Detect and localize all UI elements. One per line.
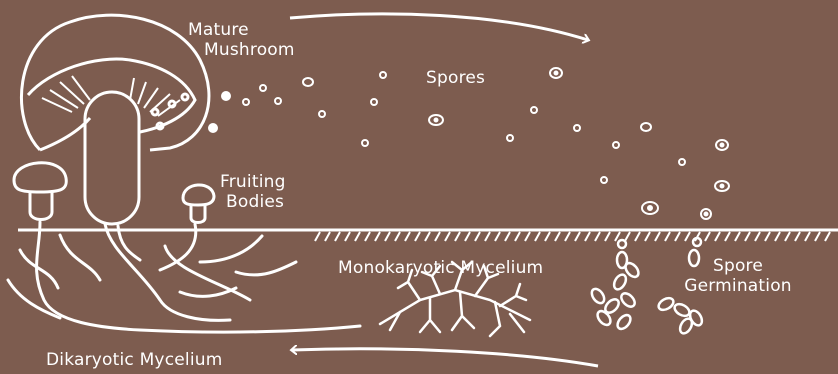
small-mushroom-left-icon: [14, 163, 66, 220]
spores-icons: [209, 68, 729, 219]
mature-mushroom-label-line2: Mushroom: [186, 40, 326, 60]
spore-germination-label: Spore Germination: [668, 256, 808, 296]
fruiting-body-icon: [183, 185, 214, 223]
spore-germination-label-line1: Spore: [668, 256, 808, 276]
bottom-cycle-arrow: [292, 349, 598, 366]
dikaryotic-mycelium-label: Dikaryotic Mycelium: [46, 350, 222, 370]
soil-hatching: [315, 232, 830, 241]
spores-label: Spores: [426, 68, 485, 88]
fruiting-bodies-label: Fruiting Bodies: [220, 172, 286, 212]
mature-mushroom-label: Mature Mushroom: [186, 20, 326, 60]
spore-germination-label-line2: Germination: [668, 276, 808, 296]
mature-mushroom-label-line1: Mature: [186, 20, 326, 40]
top-cycle-arrow: [290, 14, 588, 40]
fruiting-bodies-label-line1: Fruiting: [220, 172, 286, 192]
monokaryotic-mycelium-label: Monokaryotic Mycelium: [338, 258, 543, 278]
dikaryotic-mycelium-roots: [8, 222, 360, 332]
fruiting-bodies-label-line2: Bodies: [220, 192, 286, 212]
